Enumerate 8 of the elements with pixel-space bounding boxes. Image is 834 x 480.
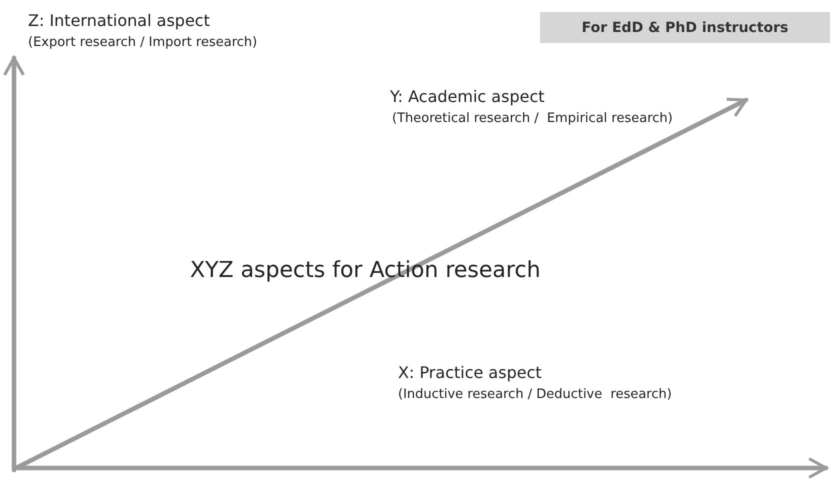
axis-label: Y: Academic aspect [390, 88, 545, 106]
axis-subtitle: (Inductive research / Deductive research) [398, 388, 672, 403]
axis-subtitle: (Export research / Import research) [28, 36, 258, 51]
diagram-title: XYZ aspects for Action research [190, 258, 541, 284]
axis-label: X: Practice aspect [398, 364, 542, 382]
label-banner: For EdD & PhD instructors [540, 12, 830, 43]
axis-subtitle: (Theoretical research / Empirical research) [392, 112, 673, 127]
axis-label: Z: International aspect [28, 12, 210, 30]
